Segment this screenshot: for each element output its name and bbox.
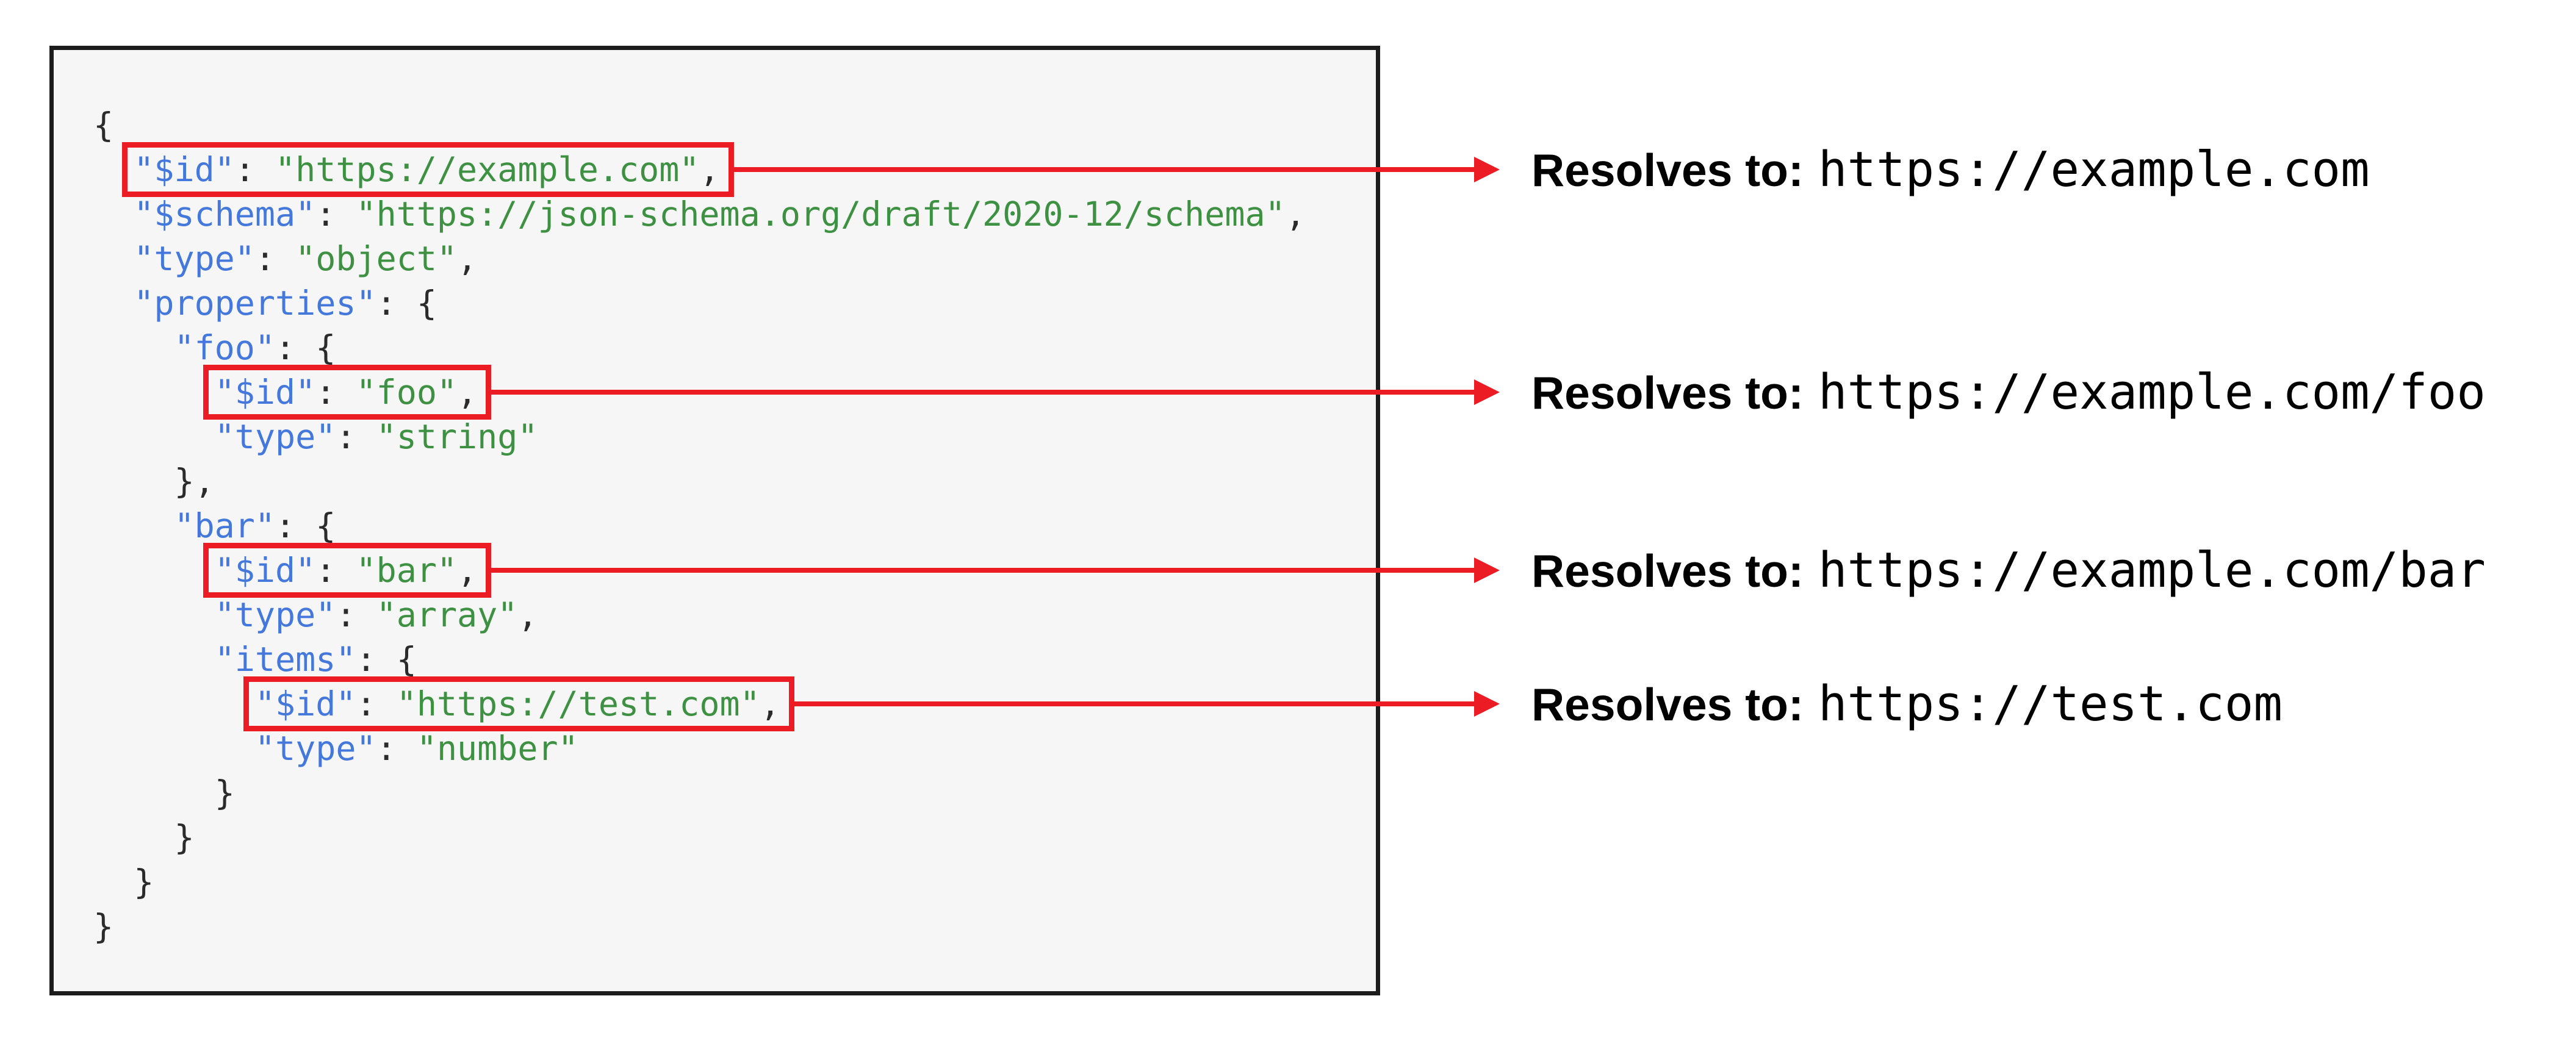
resolves-arrow-root-id xyxy=(730,167,1474,172)
code-line: "$id": "https://example.com", xyxy=(93,142,1376,197)
id-highlight-box: "$id": "https://test.com", xyxy=(243,676,794,731)
code-line: { xyxy=(93,106,114,145)
code-line: "$id": "foo", xyxy=(93,365,1376,420)
code-line: "bar": { xyxy=(174,506,336,545)
code-line: } xyxy=(214,773,235,812)
resolved-uri: https://example.com xyxy=(1818,142,2370,198)
code-line: "foo": { xyxy=(174,328,336,367)
resolved-uri: https://test.com xyxy=(1818,676,2283,732)
resolves-annotation-test: Resolves to: https://test.com xyxy=(1531,676,2283,732)
resolves-label: Resolves to: xyxy=(1531,679,1804,730)
id-highlight-box: "$id": "bar", xyxy=(203,543,492,598)
code-line: "type": "object", xyxy=(134,239,478,278)
resolves-arrow-test-id xyxy=(790,701,1474,706)
code-line: "$schema": "https://json-schema.org/draf… xyxy=(134,195,1306,234)
code-line: "type": "number" xyxy=(254,729,578,768)
resolves-label: Resolves to: xyxy=(1531,367,1804,418)
resolves-annotation-foo: Resolves to: https://example.com/foo xyxy=(1531,364,2486,420)
code-block: { "$id": "https://example.com", "$schema… xyxy=(54,50,1376,949)
code-line: } xyxy=(134,862,154,901)
resolves-arrow-bar-id xyxy=(487,568,1474,573)
id-highlight-box: "$id": "https://example.com", xyxy=(122,142,734,197)
json-schema-code-block: { "$id": "https://example.com", "$schema… xyxy=(49,46,1380,995)
resolved-uri: https://example.com/bar xyxy=(1818,542,2486,598)
resolves-label: Resolves to: xyxy=(1531,545,1804,597)
code-line: } xyxy=(93,907,114,946)
id-highlight-box: "$id": "foo", xyxy=(203,365,492,420)
code-line: "type": "string" xyxy=(214,417,538,456)
resolved-uri: https://example.com/foo xyxy=(1818,364,2486,420)
code-line: "items": { xyxy=(214,640,417,679)
code-line: "$id": "bar", xyxy=(93,543,1376,598)
resolves-annotation-root: Resolves to: https://example.com xyxy=(1531,142,2370,198)
resolves-annotation-bar: Resolves to: https://example.com/bar xyxy=(1531,542,2486,598)
resolves-arrow-foo-id xyxy=(487,390,1474,395)
code-line: "type": "array", xyxy=(214,595,538,634)
code-line: "properties": { xyxy=(134,284,437,323)
resolves-label: Resolves to: xyxy=(1531,145,1804,196)
code-line: }, xyxy=(174,462,215,501)
code-line: "$id": "https://test.com", xyxy=(93,676,1376,731)
code-line: } xyxy=(174,818,195,857)
